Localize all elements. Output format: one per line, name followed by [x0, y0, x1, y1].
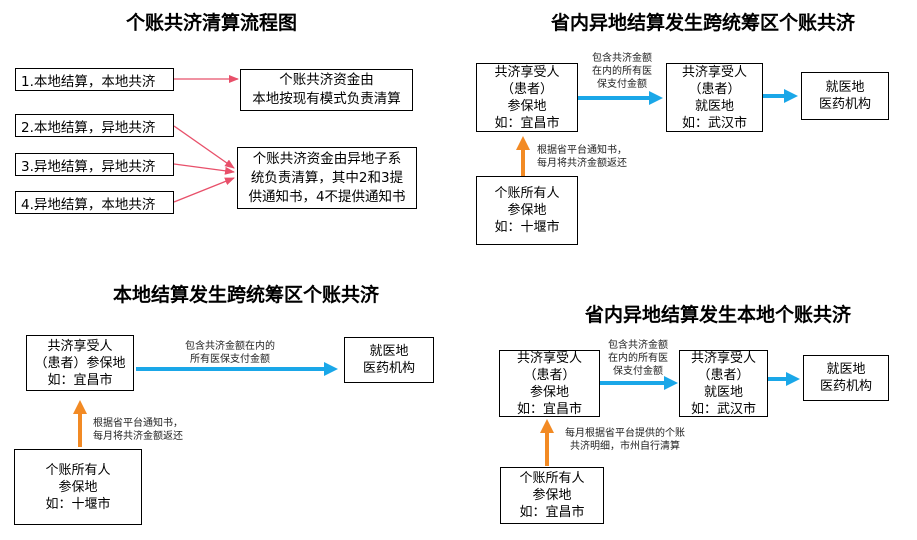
tr-arrow-up [516, 136, 530, 176]
panel-tr-title: 省内异地结算发生跨统筹区个账共济 [551, 12, 856, 34]
br-beneficiary-line-3: 参保地 [529, 384, 569, 400]
result-2-line-2: 统负责清算，其中2和3提 [250, 169, 404, 186]
br-owner-line-2: 参保地 [532, 488, 572, 503]
panel-bl-title: 本地结算发生跨统筹区个账共济 [113, 284, 380, 306]
result-1-box: 个账共济资金由 本地按现有模式负责清算 [240, 69, 413, 111]
bl-beneficiary-line-1: 共济享受人 [47, 338, 113, 354]
case-4-box: 4.异地结算，本地共济 [15, 191, 174, 214]
tr-owner-box: 个账所有人 参保地 如：十堰市 [476, 176, 578, 245]
arrow-case2-to-result2 [173, 125, 235, 169]
tr-institution-box: 就医地 医药机构 [801, 72, 889, 120]
bl-arrow-up [73, 400, 87, 447]
tr-owner-line-3: 如：十堰市 [494, 220, 560, 235]
bl-owner-line-1: 个账所有人 [45, 462, 111, 478]
tr-institution-line-2: 医药机构 [818, 97, 871, 112]
case-4-label: 4.异地结算，本地共济 [21, 196, 156, 213]
br-hospital-line-2: （患者） [697, 367, 750, 383]
br-note-side: 每月根据省平台提供的个账 共济明细，市州自行清算 [556, 427, 694, 453]
result-2-line-3: 供通知书，4不提供通知书 [248, 188, 406, 205]
br-note-top-line-1: 包含共济金额 [608, 340, 668, 351]
br-arrow-1 [600, 376, 678, 390]
result-2-line-1: 个账共济资金由异地子系 [252, 150, 402, 167]
tr-note-top-line-3: 保支付金额 [597, 79, 647, 90]
bl-owner-box: 个账所有人 参保地 如：十堰市 [14, 449, 142, 525]
case-3-label: 3.异地结算，异地共济 [21, 158, 156, 175]
tr-note-top-line-2: 在内的所有医 [592, 66, 652, 77]
tr-beneficiary-line-3: 参保地 [507, 98, 547, 114]
tr-beneficiary-box: 共济享受人 （患者） 参保地 如：宜昌市 [476, 63, 578, 132]
tr-beneficiary-line-1: 共济享受人 [494, 64, 560, 80]
br-beneficiary-line-4: 如：宜昌市 [516, 401, 582, 417]
case-1-box: 1.本地结算，本地共济 [15, 68, 174, 91]
bl-institution-line-2: 医药机构 [362, 361, 415, 376]
br-hospital-region-box: 共济享受人 （患者） 就医地 如：武汉市 [679, 350, 768, 417]
bl-note-top-line-2: 所有医保支付金额 [190, 354, 270, 365]
tr-hospital-line-4: 如：武汉市 [681, 115, 747, 131]
panel-br-title: 省内异地结算发生本地个账共济 [585, 304, 852, 326]
result-1-line-1: 个账共济资金由 [279, 72, 374, 88]
bl-beneficiary-line-3: 如：宜昌市 [47, 372, 113, 388]
result-1-line-2: 本地按现有模式负责清算 [252, 91, 401, 107]
tr-owner-line-2: 参保地 [507, 203, 547, 218]
bl-beneficiary-line-2: （患者）参保地 [34, 355, 126, 371]
br-institution-box: 就医地 医药机构 [803, 355, 889, 401]
case-3-box: 3.异地结算，异地共济 [15, 153, 174, 176]
tr-note-side-line-1: 根据省平台通知书， [537, 145, 627, 156]
bl-note-top-line-1: 包含共济金额在内的 [185, 341, 275, 352]
tr-note-side-line-2: 每月将共济金额返还 [537, 158, 627, 169]
bl-beneficiary-box: 共济享受人 （患者）参保地 如：宜昌市 [26, 335, 134, 391]
bl-owner-line-2: 参保地 [58, 479, 98, 495]
tr-note-top: 包含共济金额 在内的所有医 保支付金额 [585, 52, 659, 91]
bl-institution-line-1: 就医地 [369, 344, 409, 359]
tr-hospital-line-2: （患者） [688, 81, 741, 97]
br-arrow-up [540, 419, 554, 466]
result-2-box: 个账共济资金由异地子系 统负责清算，其中2和3提 供通知书，4不提供通知书 [237, 147, 417, 209]
br-hospital-line-1: 共济享受人 [690, 350, 756, 366]
tr-note-top-line-1: 包含共济金额 [592, 53, 652, 64]
case-2-label: 2.本地结算，异地共济 [21, 119, 156, 136]
br-institution-line-1: 就医地 [826, 362, 866, 377]
case-2-box: 2.本地结算，异地共济 [15, 114, 174, 137]
flowchart-title: 个账共济清算流程图 [126, 12, 298, 34]
tr-arrow-2 [763, 89, 798, 103]
arrow-case4-to-result2 [173, 177, 235, 203]
arrow-case3-to-result2 [173, 163, 235, 175]
bl-arrow-1 [136, 362, 338, 376]
br-owner-line-1: 个账所有人 [519, 471, 585, 486]
tr-hospital-line-1: 共济享受人 [681, 64, 747, 80]
bl-note-top: 包含共济金额在内的 所有医保支付金额 [150, 340, 310, 366]
br-arrow-2 [768, 372, 800, 386]
br-beneficiary-box: 共济享受人 （患者） 参保地 如：宜昌市 [499, 350, 600, 417]
br-owner-box: 个账所有人 参保地 如：宜昌市 [500, 467, 604, 524]
tr-beneficiary-line-2: （患者） [500, 81, 553, 97]
br-beneficiary-line-2: （患者） [523, 367, 576, 383]
bl-note-side: 根据省平台通知书， 每月将共济金额返还 [93, 417, 183, 443]
tr-hospital-region-box: 共济享受人 （患者） 就医地 如：武汉市 [666, 63, 763, 132]
case-1-label: 1.本地结算，本地共济 [21, 73, 156, 90]
br-note-top-line-3: 保支付金额 [613, 366, 663, 377]
br-note-top-line-2: 在内的所有医 [608, 353, 668, 364]
bl-institution-box: 就医地 医药机构 [344, 337, 434, 383]
br-institution-line-2: 医药机构 [819, 379, 872, 394]
br-note-side-line-1: 每月根据省平台提供的个账 [565, 428, 685, 439]
bl-owner-line-3: 如：十堰市 [45, 496, 111, 512]
tr-beneficiary-line-4: 如：宜昌市 [494, 115, 560, 131]
br-note-side-line-2: 共济明细，市州自行清算 [570, 441, 680, 452]
br-hospital-line-4: 如：武汉市 [690, 401, 756, 417]
tr-hospital-line-3: 就医地 [694, 98, 734, 114]
bl-note-side-line-1: 根据省平台通知书， [93, 418, 183, 429]
tr-owner-line-1: 个账所有人 [494, 186, 560, 201]
br-beneficiary-line-1: 共济享受人 [516, 350, 582, 366]
br-owner-line-3: 如：宜昌市 [519, 505, 585, 520]
tr-note-side: 根据省平台通知书， 每月将共济金额返还 [537, 144, 627, 170]
tr-institution-line-1: 就医地 [825, 80, 865, 95]
bl-note-side-line-2: 每月将共济金额返还 [93, 431, 183, 442]
br-hospital-line-3: 就医地 [703, 384, 743, 400]
br-note-top: 包含共济金额 在内的所有医 保支付金额 [601, 339, 675, 378]
tr-arrow-1 [578, 91, 663, 105]
